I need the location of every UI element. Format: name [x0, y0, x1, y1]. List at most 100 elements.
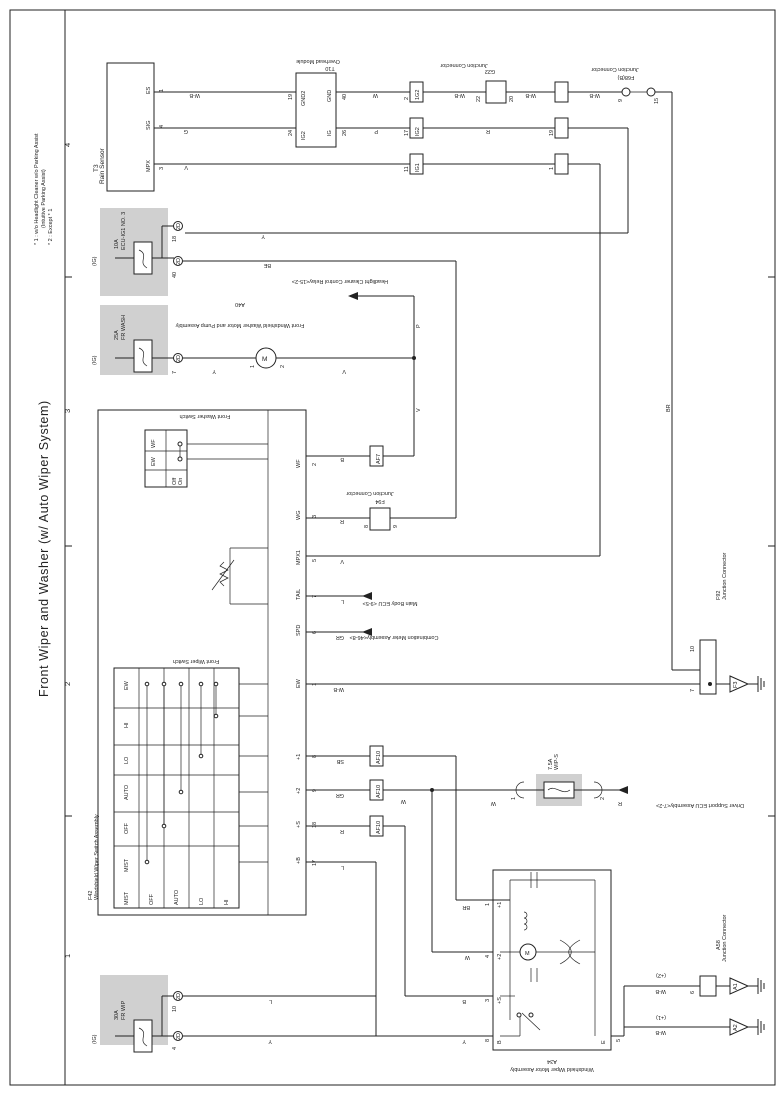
svg-text:W-B: W-B — [189, 92, 200, 98]
svg-text:W-B: W-B — [655, 988, 666, 994]
svg-text:+2: +2 — [497, 954, 503, 960]
svg-text:EW: EW — [296, 678, 302, 688]
junction-connector-g22: G22 Junction Connector 22 20 — [440, 62, 515, 104]
svg-text:EW: EW — [124, 680, 130, 690]
svg-text:P: P — [374, 128, 378, 134]
svg-text:AF10: AF10 — [376, 751, 382, 764]
svg-text:FR WIP: FR WIP — [121, 1000, 127, 1020]
svg-text:40: 40 — [342, 94, 348, 100]
svg-text:TAIL: TAIL — [296, 589, 302, 600]
svg-text:4: 4 — [485, 955, 491, 958]
svg-text:T3: T3 — [93, 164, 100, 172]
svg-text:1: 1 — [511, 797, 517, 800]
svg-text:GND: GND — [327, 90, 333, 102]
note-line-2: (Intuitive Parking Assist) — [41, 169, 47, 228]
svg-text:V: V — [342, 368, 346, 374]
svg-text:1: 1 — [549, 167, 555, 170]
svg-text:AF7: AF7 — [376, 454, 382, 464]
svg-text:5: 5 — [616, 1039, 622, 1042]
svg-text:W-B: W-B — [589, 92, 600, 98]
svg-text:+1: +1 — [296, 754, 302, 760]
svg-text:+2: +2 — [296, 788, 302, 794]
svg-text:A2: A2 — [733, 1024, 739, 1031]
svg-text:V: V — [184, 164, 188, 170]
svg-text:FR WASH: FR WASH — [121, 315, 127, 340]
svg-text:SIG: SIG — [146, 121, 152, 130]
svg-text:IG: IG — [327, 130, 333, 136]
svg-text:(IG): (IG) — [92, 256, 98, 266]
svg-text:WIP-S: WIP-S — [554, 754, 560, 770]
svg-text:3: 3 — [159, 167, 165, 170]
svg-text:Combination Meter Assembly<46-: Combination Meter Assembly<46-8> — [350, 634, 439, 640]
svg-text:7: 7 — [172, 371, 178, 374]
svg-text:W: W — [464, 954, 470, 960]
svg-text:R: R — [618, 800, 622, 806]
svg-text:10: 10 — [172, 1006, 178, 1012]
svg-text:(IG): (IG) — [92, 355, 98, 365]
svg-text:+S: +S — [497, 997, 503, 1004]
svg-text:A34: A34 — [547, 1058, 557, 1064]
svg-text:OFF: OFF — [149, 893, 155, 905]
svg-text:F94: F94 — [375, 498, 384, 504]
svg-text:1: 1 — [485, 903, 491, 906]
svg-text:Headlight Cleaner Control Rela: Headlight Cleaner Control Relay<15-2> — [292, 278, 388, 284]
svg-text:MPX1: MPX1 — [296, 550, 302, 565]
svg-text:24: 24 — [288, 130, 294, 136]
svg-text:F92: F92 — [716, 591, 722, 600]
svg-text:W-B: W-B — [525, 92, 536, 98]
svg-text:F68(B): F68(B) — [617, 74, 634, 80]
svg-text:1: 1 — [159, 89, 165, 92]
svg-text:W-B: W-B — [655, 1029, 666, 1035]
svg-text:(+1): (+1) — [656, 1014, 666, 1020]
svg-text:AUTO: AUTO — [124, 784, 130, 800]
svg-text:19: 19 — [288, 94, 294, 100]
svg-text:Front Wiper Switch: Front Wiper Switch — [173, 658, 219, 664]
svg-text:A58: A58 — [716, 940, 722, 950]
svg-text:1: 1 — [250, 365, 256, 368]
svg-text:1G2: 1G2 — [415, 90, 421, 100]
svg-text:Y: Y — [268, 1038, 272, 1044]
svg-text:Junction Connector: Junction Connector — [440, 62, 488, 68]
svg-text:A1: A1 — [733, 983, 739, 990]
svg-text:F42: F42 — [88, 891, 94, 900]
svg-text:WF: WF — [296, 459, 302, 468]
svg-text:26: 26 — [342, 130, 348, 136]
motor-ground-wiring: A58 Junction Connector 6 (+2) W-B (+1) W… — [611, 914, 730, 1037]
svg-text:9: 9 — [393, 525, 399, 528]
svg-text:Off: Off — [172, 477, 178, 485]
svg-text:Front Windshield Washer Motor: Front Windshield Washer Motor and Pump A… — [175, 322, 304, 328]
svg-text:HI: HI — [124, 722, 130, 728]
svg-text:MPX: MPX — [146, 160, 152, 172]
svg-text:W: W — [400, 798, 406, 804]
svg-text:On: On — [178, 478, 184, 485]
note-line-3: * 2 : Except * 1 — [48, 209, 54, 245]
svg-text:IG2: IG2 — [415, 127, 421, 136]
svg-text:2: 2 — [312, 463, 318, 466]
svg-text:B: B — [497, 1040, 503, 1044]
svg-text:30A: 30A — [114, 1010, 120, 1020]
svg-text:V: V — [416, 408, 422, 412]
svg-text:Front Washer Switch: Front Washer Switch — [180, 413, 231, 419]
svg-text:Rain Sensor: Rain Sensor — [99, 147, 106, 184]
svg-text:Overhead Module: Overhead Module — [296, 58, 340, 64]
svg-text:19: 19 — [549, 130, 555, 136]
svg-text:W: W — [372, 92, 378, 98]
svg-text:A40: A40 — [235, 301, 245, 307]
svg-text:MIST: MIST — [124, 858, 130, 872]
svg-text:11: 11 — [404, 166, 410, 172]
svg-text:17: 17 — [312, 860, 318, 866]
svg-text:18: 18 — [172, 236, 178, 242]
svg-text:L: L — [269, 998, 272, 1004]
wiper-motor-assembly: A34 Windshield Wiper Motor Assembly M +1… — [456, 869, 622, 1072]
svg-text:10: 10 — [690, 646, 696, 652]
svg-text:SB: SB — [336, 758, 344, 764]
svg-text:G: G — [184, 128, 188, 134]
svg-text:GR: GR — [336, 634, 344, 640]
grid-number-1: 1 — [63, 954, 72, 958]
svg-text:17: 17 — [404, 130, 410, 136]
svg-text:Y: Y — [212, 368, 216, 374]
grid-number-4: 4 — [63, 143, 72, 147]
fuse-wip-s: 7.5A WIP-S 1 2 W R Driver Support ECU As… — [490, 754, 744, 808]
front-wiper-switch: Front Wiper Switch EW HI LO AUTO OFF MIS… — [113, 658, 268, 909]
